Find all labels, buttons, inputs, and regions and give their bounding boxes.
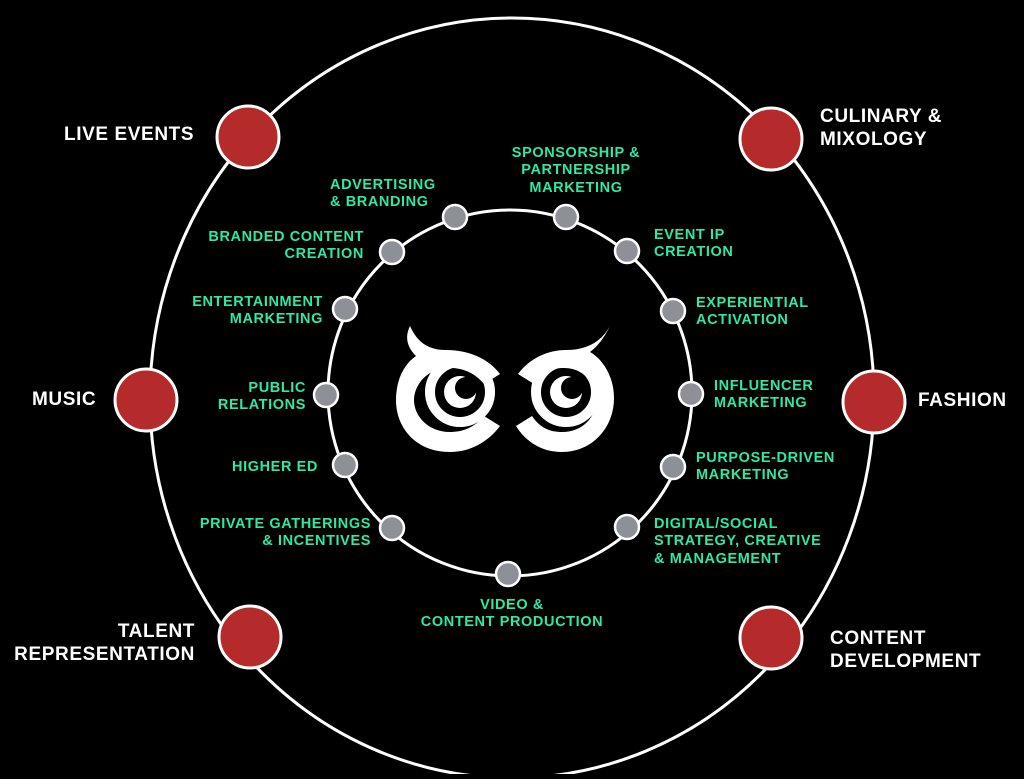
- inner-label-digital-social-line: & MANAGEMENT: [654, 550, 782, 567]
- outer-label-culinary-mixology-line: CULINARY &: [820, 106, 943, 127]
- inner-node-purpose-driven: [659, 453, 687, 481]
- inner-label-private-gatherings-line: & INCENTIVES: [262, 533, 371, 550]
- inner-node-influencer: [677, 380, 705, 408]
- outer-node-talent-representation: [217, 604, 283, 670]
- inner-label-event-ip-line: EVENT IP: [654, 227, 725, 243]
- outer-label-live-events: LIVE EVENTS: [64, 124, 194, 147]
- inner-label-advertising-branding-line: & BRANDING: [330, 194, 429, 211]
- inner-node-public-relations: [312, 381, 340, 409]
- logo-right-eye: [531, 357, 601, 427]
- inner-label-experiential-line: EXPERIENTIAL: [696, 295, 809, 311]
- inner-label-entertainment-line: MARKETING: [229, 311, 323, 328]
- inner-node-branded-content: [378, 238, 406, 266]
- inner-label-public-relations-line: RELATIONS: [217, 397, 306, 414]
- inner-label-influencer-line: INFLUENCER: [714, 378, 814, 394]
- outer-label-fashion: FASHION: [918, 390, 1007, 413]
- logo-right-curl: [516, 326, 614, 452]
- logo-right-pupil-shine: [561, 377, 583, 399]
- inner-label-sponsorship-line: MARKETING: [529, 179, 623, 196]
- outer-label-content-development-line: CONTENT: [830, 628, 927, 649]
- outer-label-talent-representation-line: REPRESENTATION: [14, 643, 195, 665]
- inner-label-public-relations-line: PUBLIC: [248, 380, 306, 396]
- inner-label-event-ip-line: CREATION: [654, 244, 734, 261]
- inner-node-advertising-branding: [441, 203, 469, 231]
- outer-node-live-events: [215, 104, 281, 170]
- logo-left-curl: [396, 326, 500, 452]
- inner-label-sponsorship-line: PARTNERSHIP: [521, 162, 631, 179]
- logo-left-pupil-shine: [455, 377, 477, 399]
- inner-label-entertainment-line: ENTERTAINMENT: [192, 294, 323, 310]
- inner-label-branded-content-line: BRANDED CONTENT: [208, 229, 364, 245]
- outer-label-music-line: MUSIC: [32, 389, 97, 410]
- inner-node-private-gatherings: [378, 514, 406, 542]
- inner-label-purpose-driven-line: PURPOSE-DRIVEN: [696, 450, 835, 466]
- inner-node-experiential: [659, 297, 687, 325]
- inner-node-higher-ed: [331, 451, 359, 479]
- outer-label-content-development-line: DEVELOPMENT: [830, 650, 982, 672]
- inner-label-influencer-line: MARKETING: [714, 395, 808, 412]
- inner-node-video-content: [494, 560, 522, 588]
- inner-label-advertising-branding-line: ADVERTISING: [330, 177, 436, 193]
- outer-nodes: [113, 104, 907, 671]
- inner-node-sponsorship: [552, 203, 580, 231]
- outer-node-fashion: [841, 369, 907, 435]
- inner-label-private-gatherings: PRIVATE GATHERINGS& INCENTIVES: [200, 516, 371, 551]
- outer-label-talent-representation-line: TALENT: [117, 621, 195, 642]
- outer-node-content-development: [738, 605, 804, 671]
- outer-label-culinary-mixology: CULINARY &MIXOLOGY: [820, 106, 942, 152]
- inner-node-digital-social: [613, 513, 641, 541]
- inner-nodes: [312, 203, 705, 588]
- inner-label-branded-content-line: CREATION: [284, 246, 364, 263]
- inner-label-video-content-line: CONTENT PRODUCTION: [420, 614, 604, 631]
- inner-label-private-gatherings-line: PRIVATE GATHERINGS: [199, 516, 371, 532]
- inner-label-digital-social-line: DIGITAL/SOCIAL: [654, 516, 779, 532]
- inner-label-advertising-branding: ADVERTISING& BRANDING: [330, 177, 436, 212]
- outer-label-fashion-line: FASHION: [918, 390, 1007, 411]
- inner-label-video-content-line: VIDEO &: [480, 597, 544, 613]
- outer-label-live-events-line: LIVE EVENTS: [64, 124, 195, 145]
- inner-label-higher-ed: HIGHER ED: [232, 459, 318, 476]
- inner-label-purpose-driven-line: MARKETING: [696, 467, 790, 484]
- inner-node-entertainment: [331, 295, 359, 323]
- oc-monogram-logo: [396, 326, 614, 452]
- outer-node-culinary-mixology: [738, 106, 804, 172]
- inner-label-digital-social-line: STRATEGY, CREATIVE: [654, 533, 822, 550]
- inner-label-higher-ed-line: HIGHER ED: [232, 459, 318, 475]
- outer-node-music: [113, 367, 179, 433]
- inner-node-event-ip: [613, 237, 641, 265]
- inner-label-experiential-line: ACTIVATION: [696, 312, 789, 329]
- outer-label-music: MUSIC: [32, 389, 96, 412]
- inner-label-sponsorship-line: SPONSORSHIP &: [511, 145, 641, 161]
- logo-left-eye: [425, 357, 495, 427]
- inner-label-video-content: VIDEO &CONTENT PRODUCTION: [414, 597, 610, 632]
- outer-label-culinary-mixology-line: MIXOLOGY: [820, 128, 928, 150]
